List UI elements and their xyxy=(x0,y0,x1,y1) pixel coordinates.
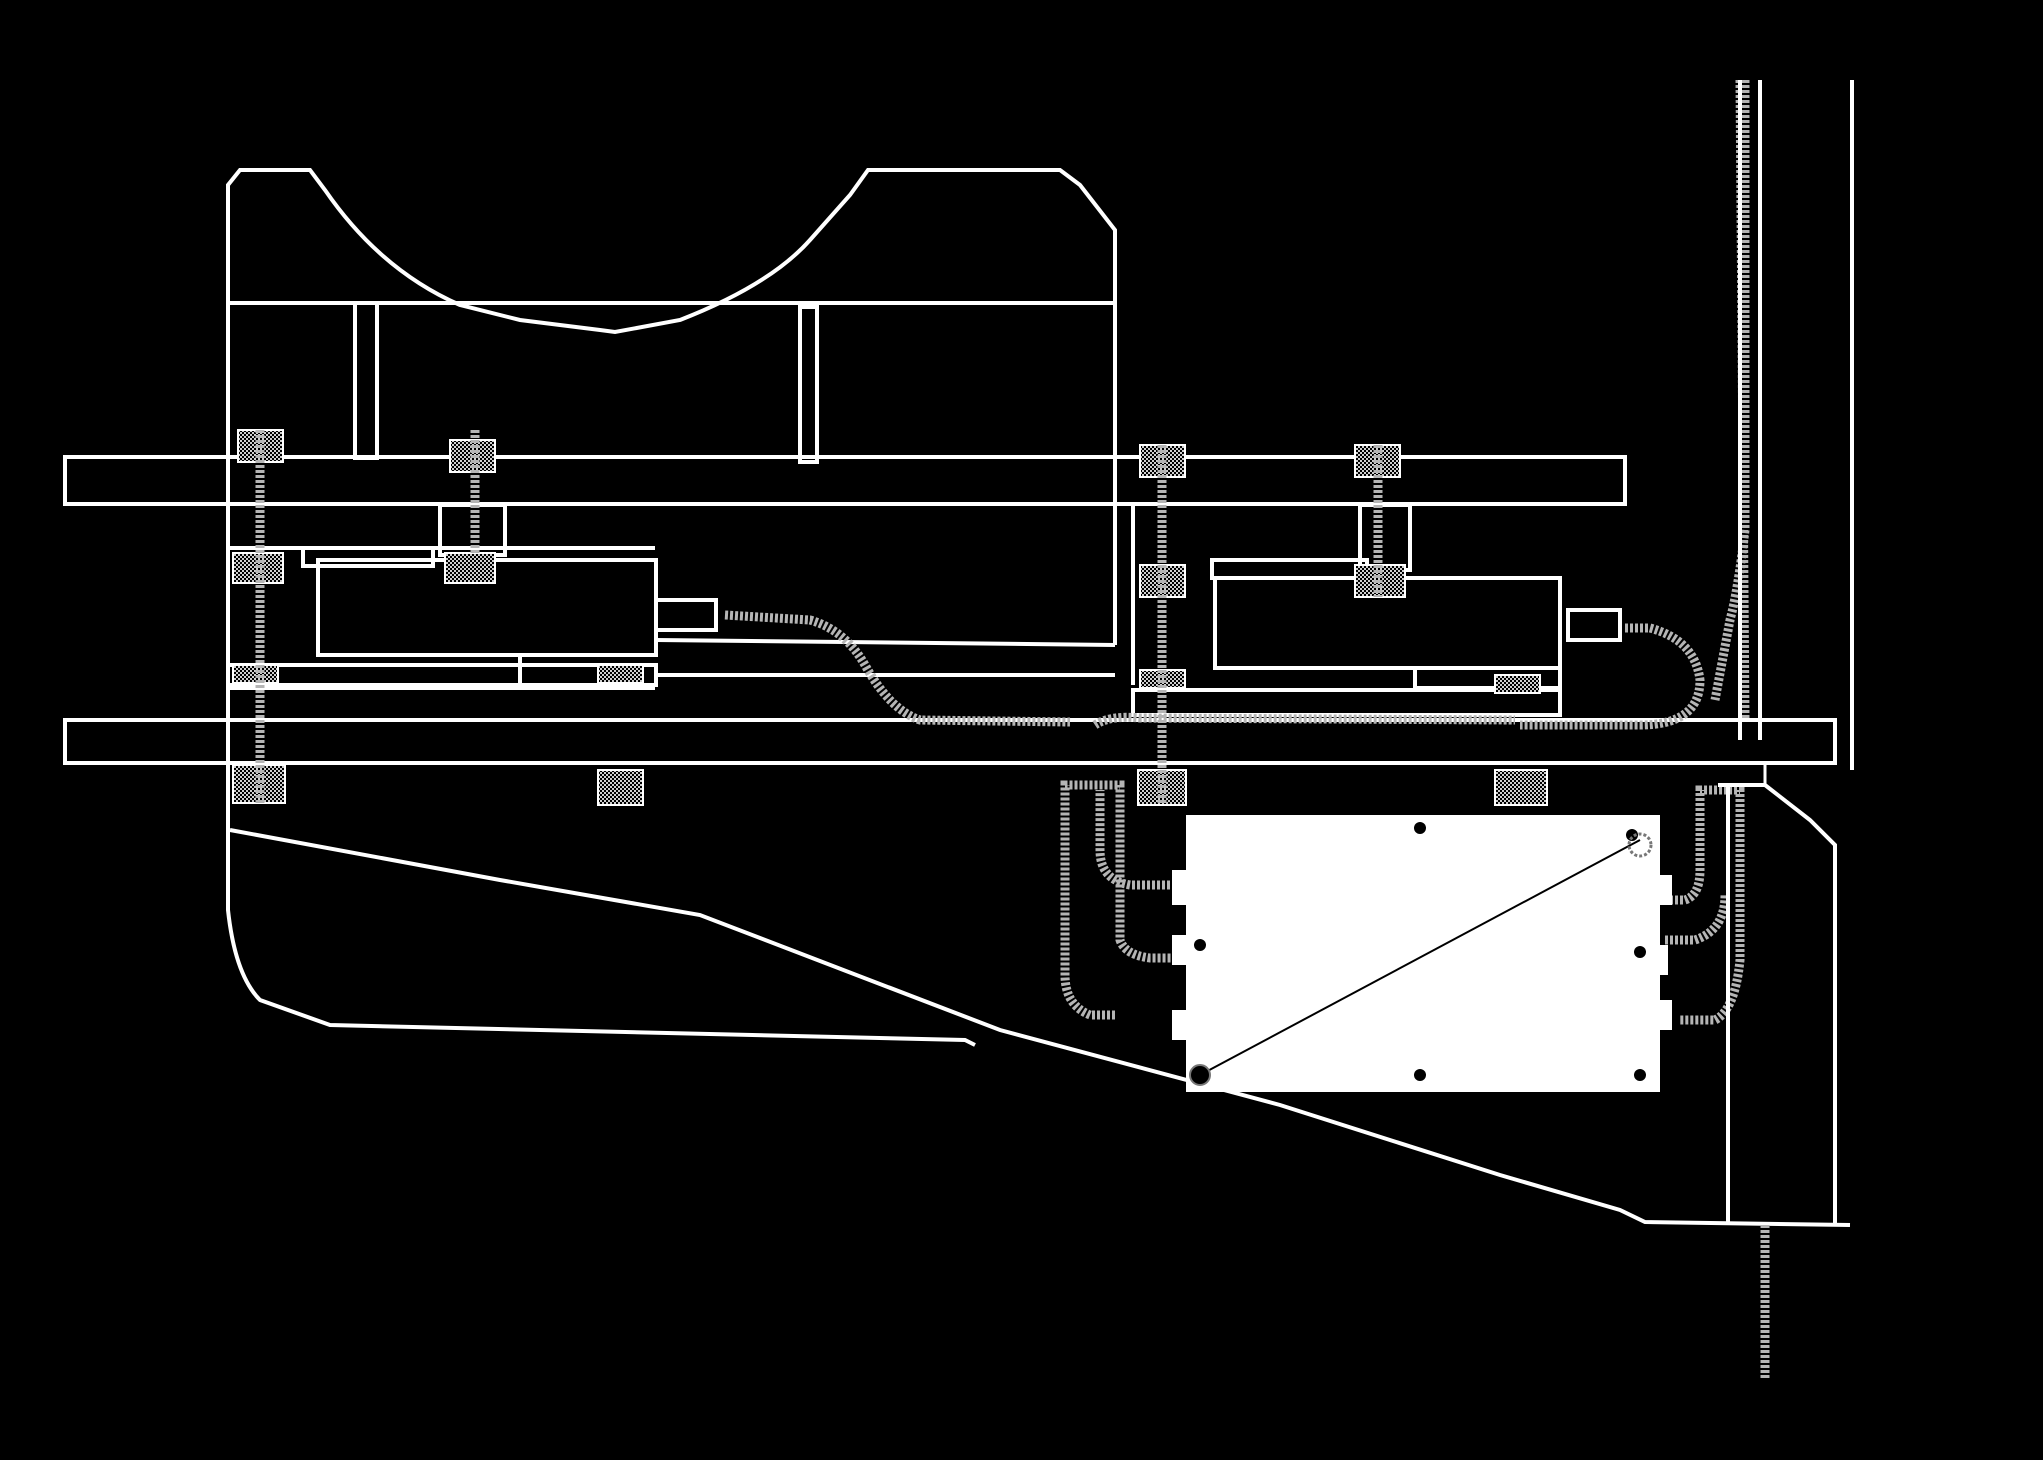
signal-cables xyxy=(724,79,1750,1025)
left-load-cell xyxy=(226,546,1116,690)
junction-box xyxy=(1172,815,1672,1092)
lower-rail xyxy=(63,718,1837,765)
upper-frame xyxy=(226,168,1117,645)
upper-rail xyxy=(63,455,1627,506)
tapered-base xyxy=(226,470,1851,1227)
wall-post xyxy=(1718,80,1854,1380)
anchor-bolts xyxy=(232,429,1548,806)
